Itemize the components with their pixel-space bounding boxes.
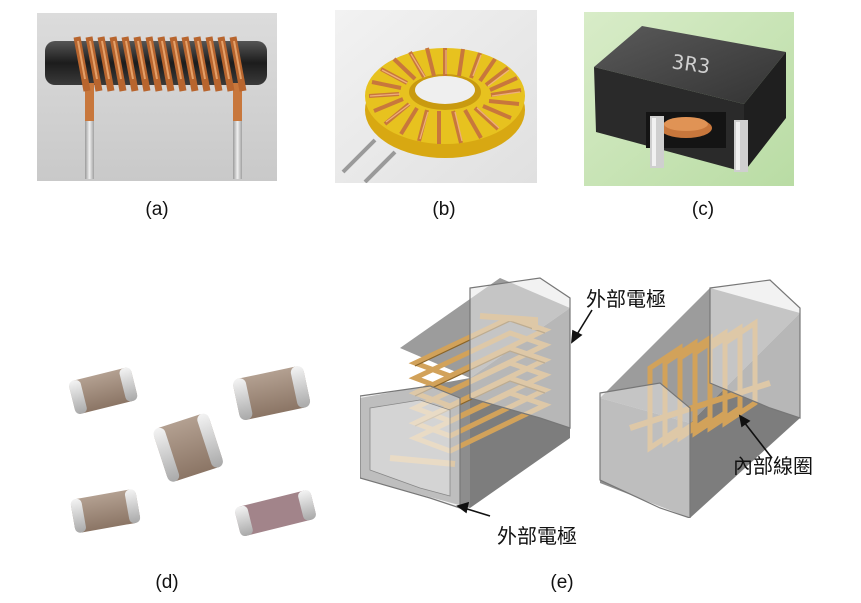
multilayer-inductor-diagram: [360, 277, 801, 518]
label-outer-electrode-top: 外部電極: [586, 287, 666, 311]
toroidal-inductor-image: [335, 10, 537, 183]
panel-a: [37, 13, 277, 181]
caption-e: (e): [550, 572, 574, 593]
label-outer-electrode-bottom: 外部電極: [497, 524, 577, 548]
caption-d: (d): [155, 572, 179, 593]
left-block: [360, 277, 571, 509]
panel-e: [360, 268, 810, 518]
panel-c: 3R3: [584, 12, 794, 186]
chip-inductor-image: [69, 366, 316, 537]
axial-inductor-image: [37, 13, 277, 181]
caption-b: (b): [432, 199, 456, 220]
panel-b: [335, 10, 537, 183]
right-block: [599, 279, 801, 518]
caption-a: (a): [145, 199, 169, 220]
smd-power-inductor-image: [584, 12, 794, 186]
label-inner-coil: 內部線圈: [733, 454, 813, 478]
panel-d: [60, 360, 330, 560]
caption-c: (c): [691, 199, 715, 220]
